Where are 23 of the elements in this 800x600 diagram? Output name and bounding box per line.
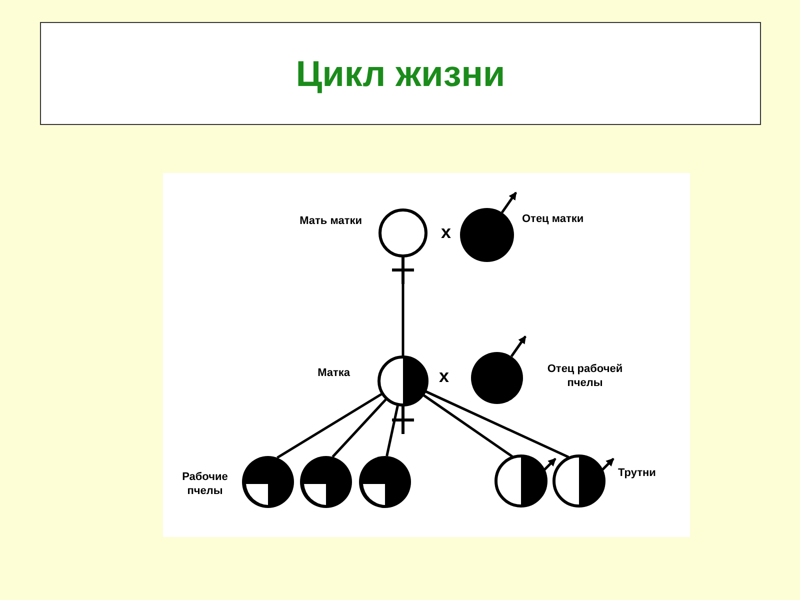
circle-symbol — [460, 208, 514, 262]
node-caption: Трутни — [618, 466, 657, 480]
node-caption: Матка — [316, 366, 350, 380]
cross-sign: х — [441, 222, 452, 242]
node-caption: Отец рабочей пчелы — [546, 362, 624, 390]
connector-line — [332, 398, 387, 458]
node-caption: Отец матки — [522, 212, 585, 226]
circle-symbol — [242, 456, 294, 508]
circle-symbol — [359, 456, 411, 508]
node-caption: Рабочие пчелы — [181, 470, 229, 498]
connector-line — [276, 392, 382, 459]
node-caption: Мать матки — [298, 214, 362, 228]
cross-sign: х — [439, 366, 450, 386]
connector-line — [386, 405, 399, 456]
circle-symbol — [300, 456, 352, 508]
circle-symbol — [495, 455, 547, 507]
circle-symbol — [380, 210, 426, 256]
connector-line — [422, 394, 513, 458]
circle-symbol — [553, 455, 605, 507]
circle-symbol — [471, 352, 523, 404]
connector-line — [425, 390, 570, 458]
circle-symbol — [378, 356, 428, 406]
title: Цикл жизни — [296, 52, 506, 96]
